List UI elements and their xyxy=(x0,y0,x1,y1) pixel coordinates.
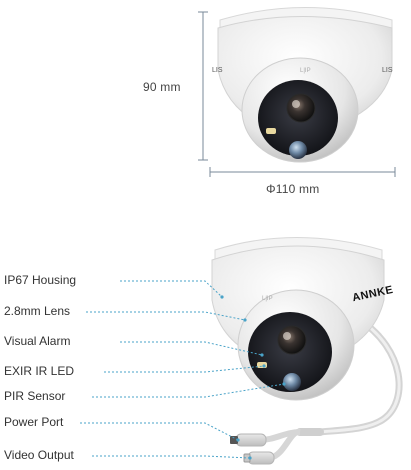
top-left-mark: LIS xyxy=(212,67,223,74)
height-dimension-label: 90 mm xyxy=(143,80,181,94)
diameter-dimension-line xyxy=(209,167,396,177)
diameter-dimension-label: Φ110 mm xyxy=(266,182,320,196)
callout-pir-sensor: PIR Sensor xyxy=(4,389,66,403)
callout-lens: 2.8mm Lens xyxy=(4,304,71,318)
callout-video-output: Video Output xyxy=(4,448,74,462)
top-right-mark: LIS xyxy=(382,67,393,74)
callout-visual-alarm: Visual Alarm xyxy=(4,334,71,348)
bottom-model-mark: L|IP xyxy=(262,296,273,302)
bottom-camera: L|IP xyxy=(211,237,403,465)
callout-arrowheads xyxy=(220,295,286,460)
callout-ip67-housing: IP67 Housing xyxy=(4,273,77,287)
callout-leaders xyxy=(80,280,285,459)
top-model-mark: L|IP xyxy=(300,68,311,74)
callout-exir-ir-led: EXIR IR LED xyxy=(4,364,75,378)
height-dimension-line xyxy=(198,11,208,161)
top-camera: L|IP LIS LIS xyxy=(212,7,393,163)
callout-power-port: Power Port xyxy=(4,415,64,429)
